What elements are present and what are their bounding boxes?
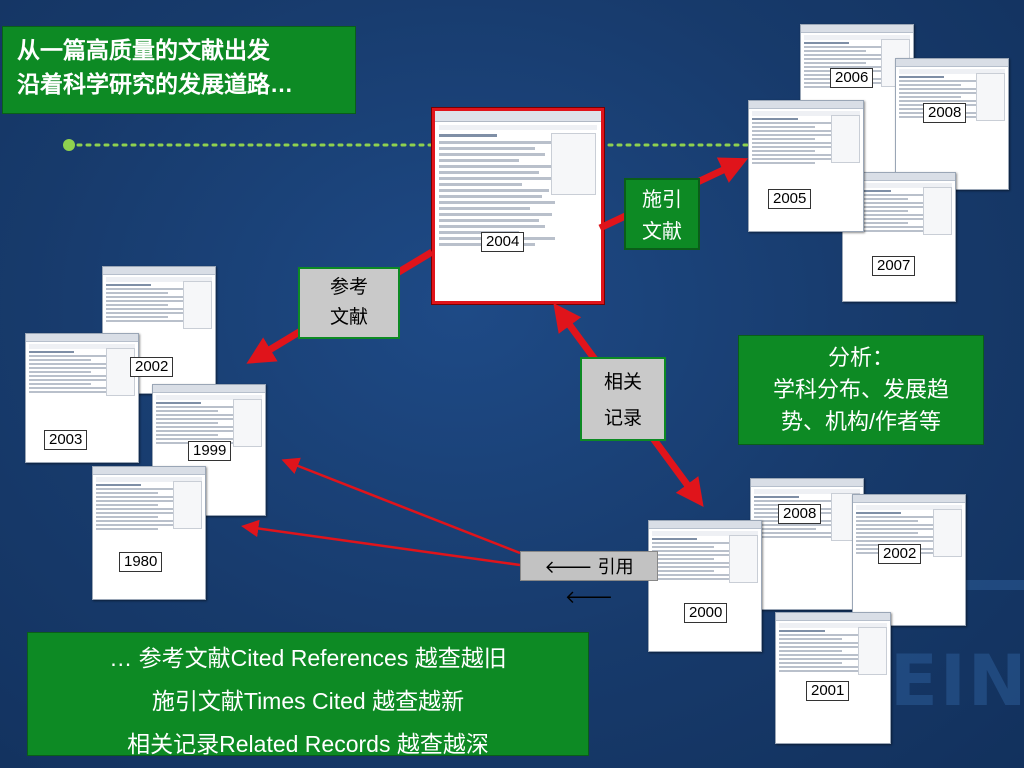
cite-box: 🡐 引用🡐	[520, 551, 658, 607]
year-label-cited-2005: 2005	[768, 189, 812, 209]
arrow-cite-upper	[281, 457, 521, 555]
cited-by-line-2: 文献	[642, 221, 682, 243]
summary-line-2: 施引文献Times Cited 越查越新	[151, 688, 465, 714]
doc-thumb-2001	[775, 612, 891, 744]
year-label-related-2001: 2001	[806, 681, 850, 701]
year-label-ref-1980: 1980	[119, 552, 163, 572]
doc-thumb-1980	[92, 466, 206, 600]
year-label-related-2002: 2002	[878, 544, 922, 564]
year-label-related-2000: 2000	[684, 603, 728, 623]
central-document	[432, 108, 604, 304]
summary-box: … 参考文献Cited References 越查越旧 施引文献Times Ci…	[27, 632, 589, 757]
analysis-box: 分析： 学科分布、发展趋 势、机构/作者等	[738, 335, 984, 445]
doc-thumb-2002-related	[852, 494, 966, 626]
cited-by-line-1: 施引	[642, 189, 682, 211]
doc-thumb-2000	[648, 520, 762, 652]
year-label-center: 2004	[481, 232, 525, 252]
related-box: 相关 记录	[580, 357, 666, 441]
related-line-1: 相关	[603, 372, 642, 393]
doc-thumb-2008-related	[750, 478, 864, 610]
year-label-cited-2006: 2006	[830, 68, 874, 88]
title-line-2: 沿着科学研究的发展道路…	[17, 71, 293, 97]
year-label-ref-1999: 1999	[188, 441, 232, 461]
year-label-cited-2008: 2008	[923, 103, 967, 123]
summary-line-1: … 参考文献Cited References 越查越旧	[109, 645, 507, 671]
year-label-cited-2007: 2007	[872, 256, 916, 276]
doc-thumb-2005	[748, 100, 864, 232]
year-label-related-2008: 2008	[778, 504, 822, 524]
summary-line-3: 相关记录Related Records 越查越深	[127, 731, 489, 757]
analysis-line-2: 学科分布、发展趋	[772, 377, 949, 402]
title-box: 从一篇高质量的文献出发 沿着科学研究的发展道路…	[2, 26, 356, 114]
arrow-cite-lower	[241, 519, 521, 567]
references-line-2: 文献	[329, 307, 368, 328]
references-box: 参考 文献	[298, 267, 400, 339]
title-line-1: 从一篇高质量的文献出发	[17, 37, 270, 63]
references-line-1: 参考	[329, 277, 368, 298]
timeline-start-dot	[63, 139, 75, 151]
year-label-ref-2003: 2003	[44, 430, 88, 450]
cited-by-box: 施引 文献	[624, 178, 700, 250]
analysis-line-3: 势、机构/作者等	[780, 409, 942, 434]
analysis-line-1: 分析：	[827, 345, 894, 370]
year-label-ref-2002: 2002	[130, 357, 174, 377]
logo-watermark-icon: EIN	[880, 580, 1024, 740]
related-line-2: 记录	[603, 408, 642, 429]
